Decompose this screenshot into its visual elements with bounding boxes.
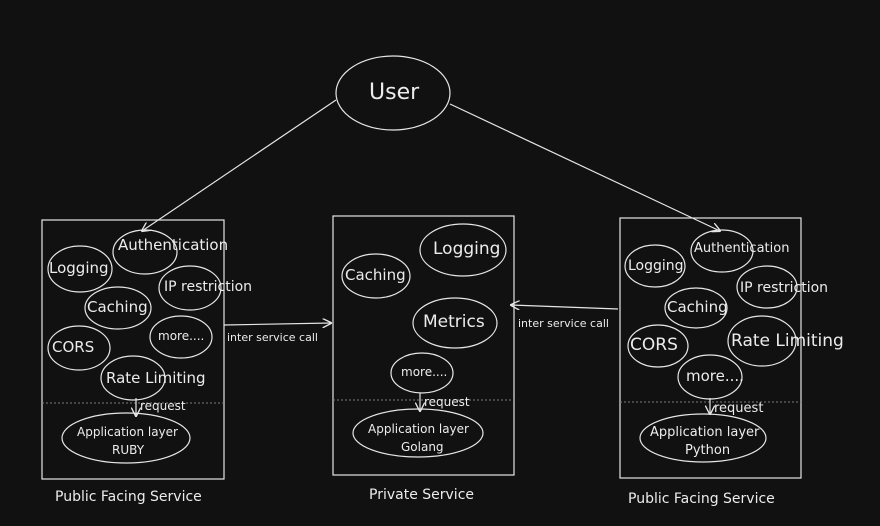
left-authentication-bubble bbox=[112, 229, 178, 275]
middle-app-layer-title: Application layer bbox=[368, 422, 469, 436]
left-service-caption: Public Facing Service bbox=[55, 489, 202, 505]
right-app-layer-title: Application layer bbox=[650, 425, 760, 440]
left-cors-bubble bbox=[47, 325, 111, 371]
right-app-layer-language: Python bbox=[685, 443, 731, 458]
left-ip-restriction-label: IP restriction bbox=[164, 279, 253, 295]
middle-logging-bubble bbox=[419, 223, 507, 277]
right-service-box bbox=[619, 217, 802, 479]
middle-app-layer-language: Golang bbox=[401, 440, 444, 454]
left-more-bubble bbox=[149, 315, 213, 359]
left-ip-restriction-bubble bbox=[158, 265, 222, 311]
user-label: User bbox=[369, 80, 420, 105]
right-ip-restriction-bubble bbox=[736, 265, 798, 309]
middle-metrics-label: Metrics bbox=[423, 312, 485, 332]
right-more-label: more.... bbox=[686, 367, 744, 385]
left-request-label: request bbox=[140, 399, 186, 413]
right-rate-limiting-label: Rate Limiting bbox=[731, 331, 844, 351]
right-cors-label: CORS bbox=[630, 335, 678, 355]
right-logging-label: Logging bbox=[628, 258, 684, 274]
user-to-left-arrow bbox=[142, 99, 337, 231]
left-rate-limiting-label: Rate Limiting bbox=[106, 369, 206, 387]
left-caching-label: Caching bbox=[87, 298, 148, 316]
left-app-layer-title: Application layer bbox=[77, 425, 178, 439]
left-authentication-label: Authentication bbox=[118, 236, 229, 254]
right-caching-label: Caching bbox=[667, 298, 728, 316]
middle-caching-bubble bbox=[341, 253, 411, 299]
left-service-box bbox=[41, 219, 225, 480]
middle-more-bubble bbox=[390, 352, 454, 394]
middle-metrics-bubble bbox=[412, 297, 498, 349]
left-app-layer-language: RUBY bbox=[112, 443, 145, 457]
right-caching-bubble bbox=[664, 287, 728, 329]
right-ip-restriction-label: IP restriction bbox=[740, 280, 829, 296]
right-service-caption: Public Facing Service bbox=[628, 491, 775, 507]
middle-caching-label: Caching bbox=[345, 266, 406, 284]
right-inter-service-call-label: inter service call bbox=[518, 317, 609, 330]
right-authentication-label: Authentication bbox=[694, 241, 790, 256]
right-request-label: request bbox=[714, 401, 764, 416]
left-logging-label: Logging bbox=[49, 259, 109, 277]
right-logging-bubble bbox=[624, 244, 686, 288]
right-to-middle-arrow bbox=[511, 305, 619, 309]
middle-service-box bbox=[332, 215, 515, 476]
left-inter-service-call-label: inter service call bbox=[227, 331, 318, 344]
left-app-layer-bubble bbox=[61, 412, 191, 464]
left-caching-bubble bbox=[84, 286, 152, 330]
left-to-middle-arrow bbox=[223, 323, 331, 325]
right-authentication-bubble bbox=[690, 229, 754, 273]
middle-service-caption: Private Service bbox=[369, 487, 474, 503]
right-app-layer-bubble bbox=[639, 413, 767, 463]
left-more-label: more.... bbox=[158, 329, 205, 343]
right-rate-limiting-bubble bbox=[727, 315, 797, 367]
middle-logging-label: Logging bbox=[433, 239, 501, 259]
middle-more-label: more.... bbox=[401, 365, 448, 379]
right-cors-bubble bbox=[627, 324, 689, 368]
middle-app-layer-bubble bbox=[352, 408, 484, 458]
left-cors-label: CORS bbox=[52, 338, 95, 356]
left-logging-bubble bbox=[47, 245, 113, 293]
user-node bbox=[335, 55, 451, 131]
middle-request-label: request bbox=[424, 395, 470, 409]
user-to-right-arrow bbox=[449, 103, 720, 231]
right-more-bubble bbox=[677, 354, 743, 400]
left-rate-limiting-bubble bbox=[100, 355, 166, 401]
